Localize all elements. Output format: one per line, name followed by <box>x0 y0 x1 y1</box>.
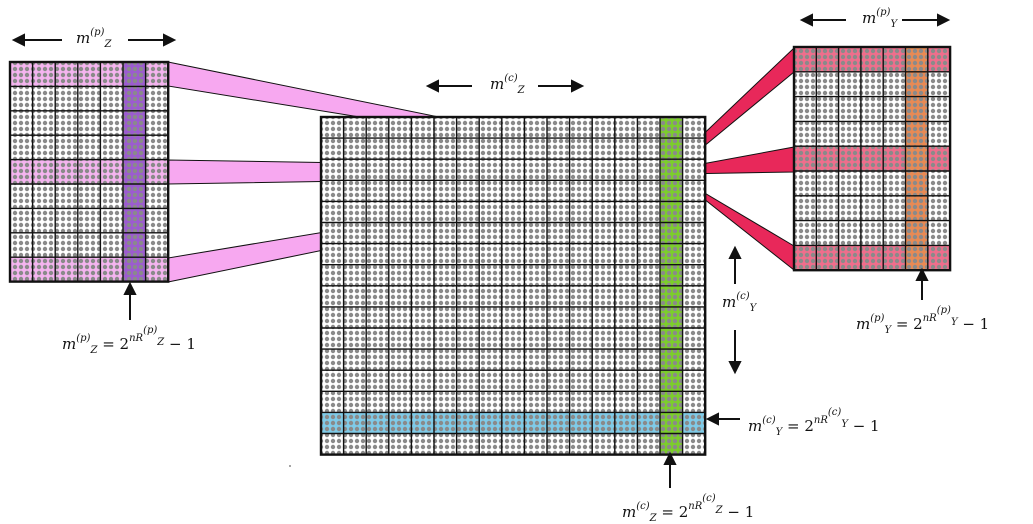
center-arrowhead-l <box>425 79 439 93</box>
label-my-c-eq: m(c)Y = 2nR(c)Y − 1 <box>748 407 880 438</box>
label-mz-p-eq: m(p)Z = 2nR(p)Z − 1 <box>62 325 196 356</box>
right-arrowhead-r <box>937 13 951 27</box>
grid-border <box>319 115 707 456</box>
center-varrowhead-b <box>728 361 742 375</box>
center-grid <box>319 115 707 456</box>
grid-dots <box>10 62 169 282</box>
arrows <box>11 13 951 488</box>
center-varrowhead-t <box>728 245 742 259</box>
grid-dots <box>794 47 951 271</box>
label-mz-p-top: m(p)Z <box>76 27 112 50</box>
left-grid-z-p <box>8 60 170 283</box>
left-arrowhead-l <box>11 33 25 47</box>
cyan-pointer-head <box>705 412 719 426</box>
label-my-p-top: m(p)Y <box>862 7 898 30</box>
right-arrowhead-l <box>799 13 813 27</box>
label-my-p-eq: m(p)Y = 2nR(p)Y − 1 <box>856 305 990 336</box>
grid-border <box>8 60 170 283</box>
left-pointer-head <box>123 281 137 295</box>
label-my-c-side: m(c)Y <box>722 291 757 314</box>
right-grid-y-p <box>792 45 952 272</box>
right-pointer-head <box>915 267 929 281</box>
label-mz-c-top: m(c)Z <box>490 73 525 96</box>
label-mz-c-eq: m(c)Z = 2nR(c)Z − 1 <box>622 493 755 524</box>
grid-border <box>792 45 952 272</box>
stray-dot <box>289 465 291 467</box>
left-arrowhead-r <box>163 33 177 47</box>
bottom-pointer-head <box>663 451 677 465</box>
center-arrowhead-r <box>571 79 585 93</box>
